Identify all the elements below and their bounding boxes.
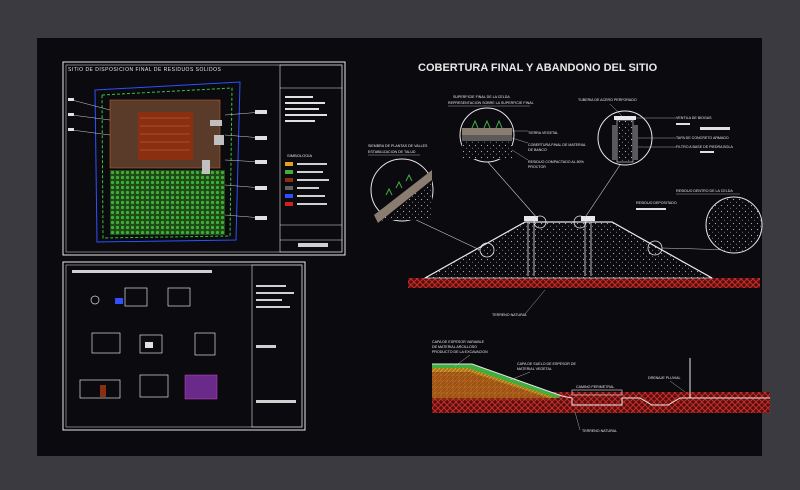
label-capa-espesor: CAPA DE ESPESOR VARIABLE	[432, 340, 485, 344]
label-terreno-natural-1: TERRENO NATURAL	[492, 313, 527, 317]
label-representacion: REPRESENTACION SOBRE LA SUPERFICIE FINAL	[448, 101, 534, 105]
vegetation-layer	[432, 364, 562, 398]
perimeter-road-section: CAPA DE ESPESOR VARIABLE DE MATERIAL ARC…	[432, 340, 770, 433]
legend-title: SIMBOLOGIA	[287, 153, 312, 158]
label-ventila: VENTILA DE BIOGAS	[676, 116, 712, 120]
label-terreno-natural-2: TERRENO NATURAL	[582, 429, 617, 433]
label-material-vegetal: MATERIAL VEGETAL	[517, 367, 552, 371]
label-tapa: TAPA DE CONCRETO ARMADO	[676, 136, 729, 140]
label-producto: PRODUCTO DE LA EXCAVACION	[432, 350, 488, 354]
label-siembra: SIEMBRA DE PLANTAS DE VALLES	[368, 144, 428, 148]
site-plan-title: SITIO DE DISPOSICION FINAL DE RESIDUOS S…	[68, 67, 222, 73]
main-title: COBERTURA FINAL Y ABANDONO DEL SITIO	[418, 62, 658, 74]
label-proctor: PROCTOR	[528, 165, 546, 169]
label-cobertura: COBERTURA FINAL DE MATERIAL	[528, 143, 586, 147]
label-tierra-vegetal: TIERRA VEGETAL	[528, 131, 558, 135]
ground-hatch	[408, 278, 760, 288]
label-camino: CAMINO PERIMETRAL	[576, 385, 614, 389]
label-estabilizacion: ESTABILIZACION DE TALUD	[368, 150, 416, 154]
label-residuo-celda: RESIDUO DENTRO DE LA CELDA	[676, 189, 733, 193]
label-material-arcilloso: DE MATERIAL ARCILLOSO	[432, 345, 477, 349]
label-tuberia: TUBERIA DE ACERO PERFORADO	[578, 98, 637, 102]
label-de-banco: DE BANCO	[528, 148, 547, 152]
details-sheet	[62, 261, 306, 431]
label-filtro: FILTRO A BASE DE PIEDRA BOLA	[676, 145, 733, 149]
landfill-cross-section: SUPERFICIE FINAL DE LA CELDA REPRESENTAC…	[368, 95, 763, 317]
label-superficie: SUPERFICIE FINAL DE LA CELDA	[453, 95, 510, 99]
label-residuo-depositado: RESIDUO DEPOSITADO	[636, 201, 677, 205]
label-residuo-compactado: RESIDUO COMPACTADO AL 80%	[528, 160, 585, 164]
label-capa-suelo: CAPA DE SUELO DE ESPESOR DE	[517, 362, 576, 366]
label-drenaje: DRENAJE PLUVIAL	[648, 376, 681, 380]
site-plan-sheet: SITIO DE DISPOSICION FINAL DE RESIDUOS S…	[62, 61, 346, 256]
